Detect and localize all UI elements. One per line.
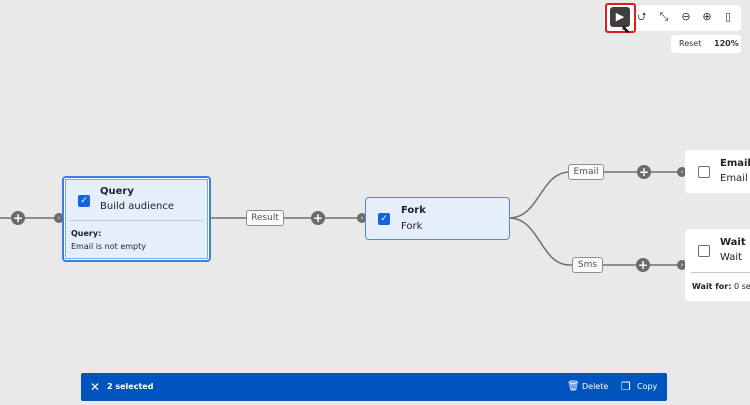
node-title: Fork xyxy=(401,205,426,216)
email-activity-node[interactable]: Email Email xyxy=(685,150,750,193)
trash-icon[interactable]: 🗑 xyxy=(567,381,580,392)
add-activity-button[interactable]: + xyxy=(636,258,650,272)
selection-bar: ✕ 2 selected 🗑 Delete ❐ Copy xyxy=(81,373,667,401)
wait-detail: Wait for: 0 secon xyxy=(692,282,750,291)
node-subtitle: Email xyxy=(720,173,748,184)
selection-count: 2 selected xyxy=(107,382,154,391)
edge-label-result: Result xyxy=(246,210,284,226)
pointer-icon[interactable]: ▶ xyxy=(610,7,630,27)
delete-button[interactable]: Delete xyxy=(582,382,609,391)
mouse-cursor-icon: ⬉ xyxy=(621,23,631,36)
node-subtitle: Fork xyxy=(401,221,423,232)
add-activity-button[interactable]: + xyxy=(311,211,325,225)
connect-arrow-icon[interactable]: ⮍ xyxy=(637,10,647,23)
query-detail-label: Query: xyxy=(71,229,102,238)
node-title: Query xyxy=(100,186,134,197)
edge-label-sms: Sms xyxy=(572,257,603,273)
zoom-level: 120% xyxy=(714,39,739,48)
zoom-in-icon[interactable]: ⊕ xyxy=(702,10,712,23)
reset-button[interactable]: Reset xyxy=(679,39,702,48)
input-port: › xyxy=(54,213,64,223)
email-checkbox[interactable] xyxy=(698,166,710,178)
zoom-out-icon[interactable]: ⊖ xyxy=(681,10,691,23)
zoom-controls: Reset 120% xyxy=(671,35,741,53)
close-icon[interactable]: ✕ xyxy=(90,380,101,394)
divider xyxy=(70,220,203,221)
query-detail-value: Email is not empty xyxy=(71,242,146,251)
input-port: › xyxy=(677,260,687,270)
input-port: › xyxy=(357,213,367,223)
wait-detail-label: Wait for: xyxy=(692,282,732,291)
divider xyxy=(691,272,750,273)
add-activity-button[interactable]: + xyxy=(637,165,651,179)
collapse-icon[interactable]: ⤡ xyxy=(659,10,669,23)
wait-detail-value: 0 secon xyxy=(733,282,750,291)
node-subtitle: Build audience xyxy=(100,201,175,212)
query-activity-node[interactable]: ✓ Query Build audience Query: Email is n… xyxy=(62,176,211,262)
fork-activity-node[interactable]: ✓ Fork Fork xyxy=(365,197,510,240)
map-icon[interactable]: ▯ xyxy=(724,10,732,23)
canvas-toolbar: ▶ ⮍ ⤡ ⊖ ⊕ ▯ ⬉ xyxy=(604,3,741,36)
node-subtitle: Wait xyxy=(720,252,743,263)
copy-icon[interactable]: ❐ xyxy=(621,380,631,393)
wait-checkbox[interactable] xyxy=(698,245,710,257)
input-port: › xyxy=(677,167,687,177)
node-title: Email xyxy=(720,158,750,169)
add-activity-button[interactable]: + xyxy=(11,211,25,225)
wait-activity-node[interactable]: Wait Wait Wait for: 0 secon xyxy=(685,229,750,301)
highlight-frame xyxy=(605,3,636,33)
fork-checkbox[interactable]: ✓ xyxy=(378,213,390,225)
query-checkbox[interactable]: ✓ xyxy=(78,195,90,207)
edge-label-email: Email xyxy=(568,164,604,180)
node-title: Wait xyxy=(720,237,746,248)
copy-button[interactable]: Copy xyxy=(637,382,658,391)
